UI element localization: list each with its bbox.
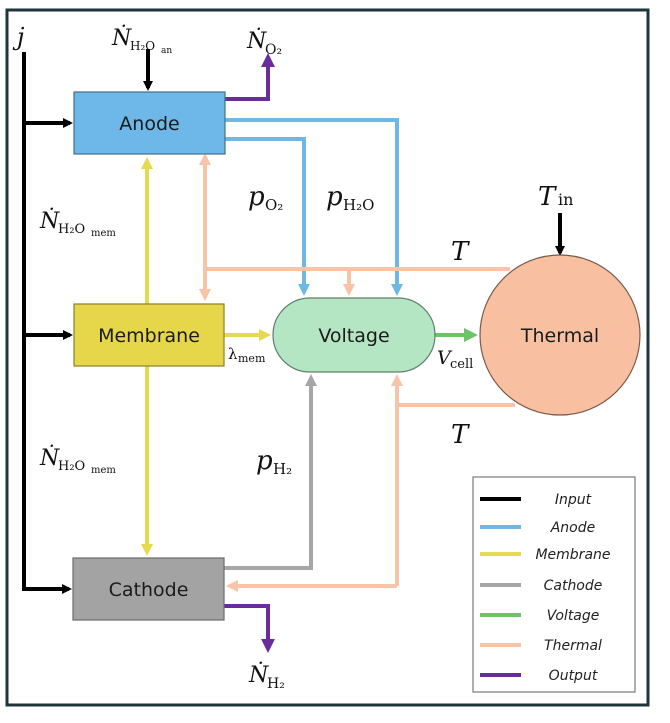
svg-text:H₂: H₂ xyxy=(273,460,292,478)
legend-item-input: Input xyxy=(480,492,592,508)
anode-p-h2o-line xyxy=(225,118,403,296)
membrane-block: Membrane xyxy=(73,303,225,367)
svg-text:H₂O: H₂O xyxy=(58,222,85,237)
label-lambda-mem: λ mem xyxy=(228,345,266,365)
legend-label-cathode: Cathode xyxy=(544,578,603,594)
anode-connections xyxy=(225,118,403,296)
svg-text:T: T xyxy=(538,182,557,212)
svg-text:in: in xyxy=(558,190,573,209)
voltage-block-label: Voltage xyxy=(318,325,389,347)
legend-item-output: Output xyxy=(480,668,598,684)
label-t-in: T in xyxy=(538,182,573,212)
svg-text:Ṅ: Ṅ xyxy=(39,444,60,471)
svg-text:Ṅ: Ṅ xyxy=(39,207,60,234)
svg-text:O₂: O₂ xyxy=(265,196,283,214)
output-connections xyxy=(224,53,275,653)
label-n-o2: Ṅ O₂ xyxy=(246,27,282,58)
label-v-cell: V cell xyxy=(437,347,473,372)
label-t-bottom: T xyxy=(451,420,470,450)
legend: InputAnodeMembraneCathodeVoltageThermalO… xyxy=(472,476,636,693)
svg-text:H₂: H₂ xyxy=(267,676,285,692)
legend-item-thermal: Thermal xyxy=(480,638,602,654)
membrane-block-label: Membrane xyxy=(98,325,200,347)
svg-text:an: an xyxy=(161,46,172,56)
cathode-to-n-h2-arrow xyxy=(224,604,275,653)
legend-label-thermal: Thermal xyxy=(544,638,602,654)
input-connections xyxy=(22,49,565,594)
svg-text:Ṅ: Ṅ xyxy=(248,661,269,688)
svg-text:p: p xyxy=(326,182,343,212)
legend-label-membrane: Membrane xyxy=(535,547,610,563)
label-t-top: T xyxy=(451,237,470,267)
svg-text:mem: mem xyxy=(91,228,116,239)
svg-text:O₂: O₂ xyxy=(265,42,282,58)
label-j: j xyxy=(12,23,25,51)
label-p-o2: p O₂ xyxy=(248,182,283,214)
membrane-connections xyxy=(141,157,271,556)
thermal-block: Thermal xyxy=(479,254,641,416)
svg-text:λ: λ xyxy=(228,345,238,363)
svg-text:H₂O: H₂O xyxy=(58,459,85,474)
svg-text:H₂O: H₂O xyxy=(343,196,374,214)
anode-to-n-o2-arrow xyxy=(225,53,275,101)
label-n-h2o-mem-top: Ṅ H₂O mem xyxy=(39,207,116,239)
svg-text:p: p xyxy=(248,182,265,212)
legend-label-voltage: Voltage xyxy=(547,608,600,624)
legend-item-cathode: Cathode xyxy=(480,578,602,594)
svg-text:mem: mem xyxy=(238,352,266,365)
legend-label-input: Input xyxy=(555,492,592,508)
svg-text:Ṅ: Ṅ xyxy=(246,27,267,54)
svg-text:H₂O: H₂O xyxy=(130,39,155,53)
svg-text:cell: cell xyxy=(450,357,473,372)
legend-label-output: Output xyxy=(549,668,598,684)
cathode-p-h2-arrow xyxy=(224,374,317,570)
svg-text:V: V xyxy=(437,347,453,369)
anode-p-o2-line xyxy=(225,137,310,296)
voltage-block: Voltage xyxy=(272,297,436,373)
thermal-block-label: Thermal xyxy=(520,325,599,347)
label-p-h2: p H₂ xyxy=(256,446,292,478)
legend-item-anode: Anode xyxy=(480,520,595,536)
legend-item-membrane: Membrane xyxy=(480,547,611,563)
cathode-block-label: Cathode xyxy=(109,579,189,601)
label-n-h2: Ṅ H₂ xyxy=(248,661,285,692)
anode-block: Anode xyxy=(73,91,226,155)
svg-text:p: p xyxy=(256,446,273,476)
label-p-h2o: p H₂O xyxy=(326,182,374,214)
thermal-connections xyxy=(199,153,515,592)
anode-block-label: Anode xyxy=(119,113,179,135)
legend-label-anode: Anode xyxy=(550,520,596,536)
label-n-h2o-an: Ṅ H₂O an xyxy=(111,24,172,56)
svg-text:Ṅ: Ṅ xyxy=(111,24,132,51)
cathode-block: Cathode xyxy=(72,557,225,621)
legend-item-voltage: Voltage xyxy=(480,608,599,624)
svg-text:mem: mem xyxy=(91,465,116,476)
label-n-h2o-mem-bottom: Ṅ H₂O mem xyxy=(39,444,116,476)
diagram-frame xyxy=(5,8,650,707)
